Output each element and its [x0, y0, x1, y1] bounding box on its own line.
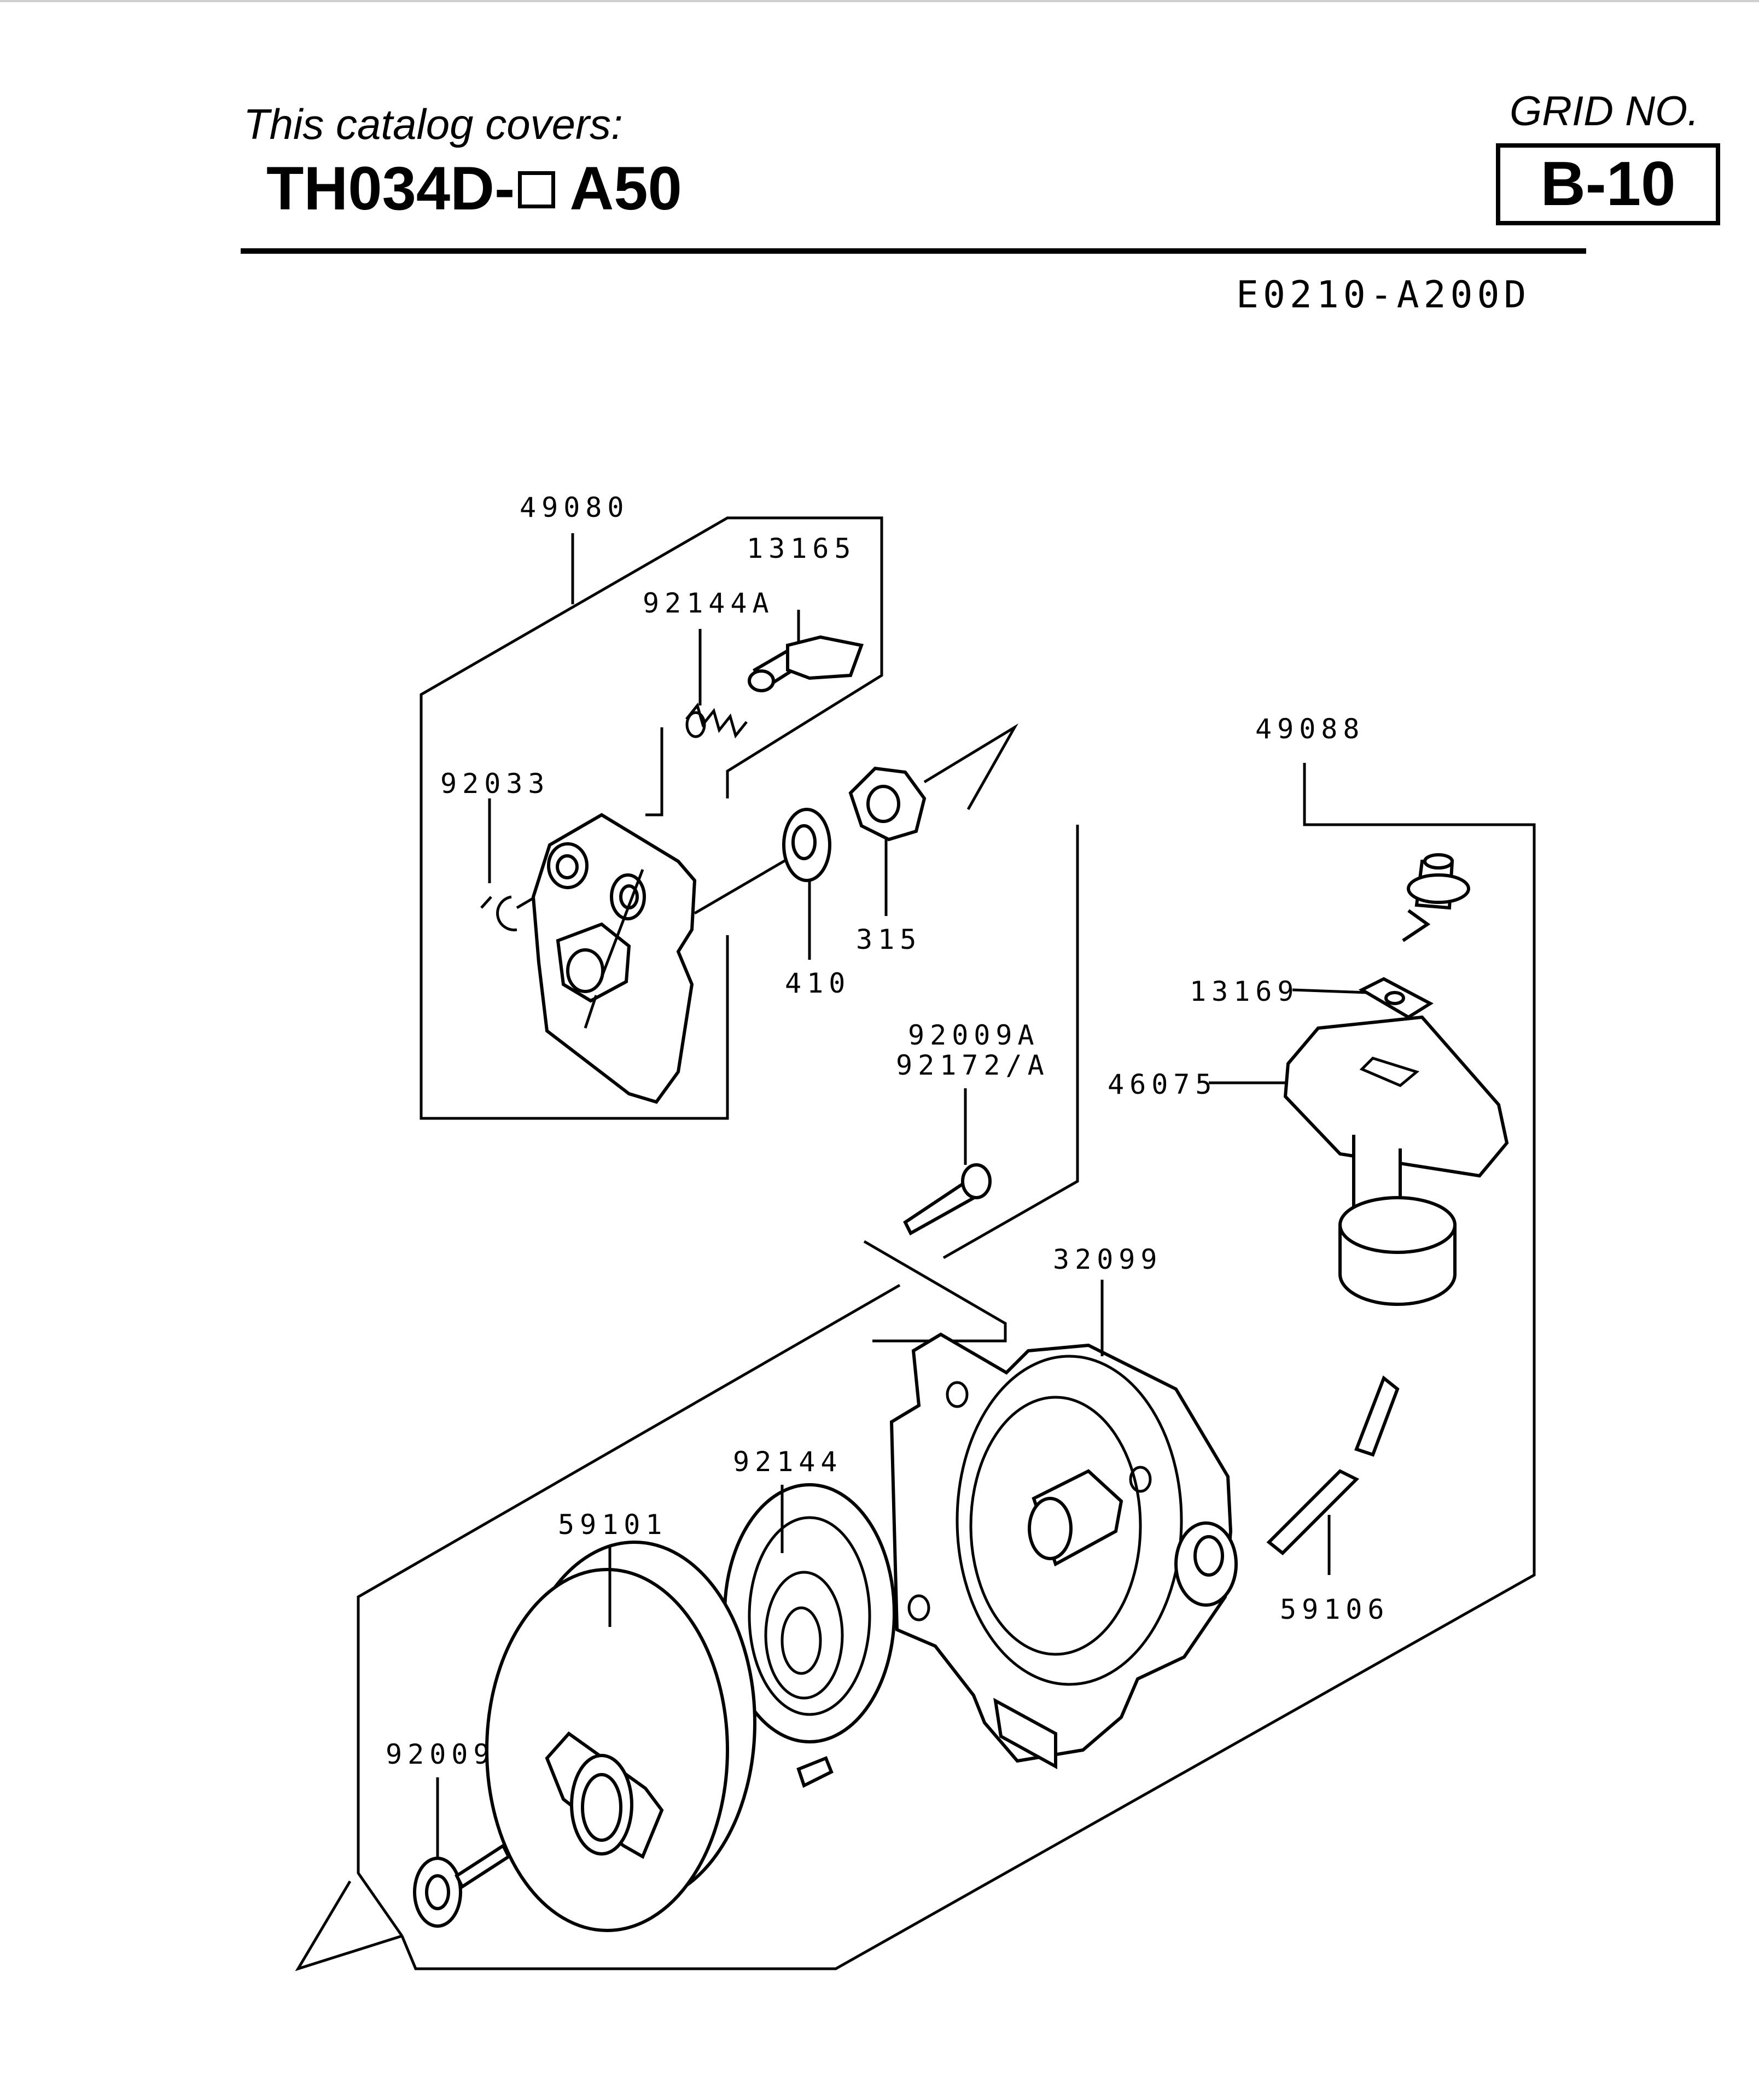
break-mark-bottom — [295, 1880, 403, 1971]
label-92144A: 92144A — [643, 587, 774, 619]
header-rule — [241, 248, 1586, 254]
label-92144: 92144 — [733, 1446, 843, 1478]
model-prefix: TH034D- — [266, 154, 515, 223]
assembly-49080-outline — [420, 516, 883, 1120]
label-59101: 59101 — [558, 1509, 668, 1541]
part-410-washer — [782, 808, 831, 960]
label-92033: 92033 — [440, 768, 550, 800]
model-variant-box — [518, 171, 556, 208]
part-92144A-spring — [685, 629, 748, 739]
catalog-covers-label: This catalog covers: — [243, 100, 623, 148]
label-46075: 46075 — [1108, 1069, 1218, 1100]
label-92009: 92009 — [386, 1739, 496, 1770]
part-92009A-screw — [903, 1088, 992, 1236]
grid-number-box: B-10 — [1496, 143, 1720, 225]
part-59106-rope — [1266, 1375, 1400, 1575]
part-46075-handle — [1209, 1015, 1509, 1306]
label-92172A: 92172/A — [896, 1049, 1050, 1081]
drawing-code: E0210-A200D — [1236, 273, 1531, 317]
label-59106: 59106 — [1280, 1594, 1390, 1625]
model-suffix: A50 — [569, 154, 682, 223]
break-mark-top — [923, 723, 1018, 810]
part-59101-pulley — [485, 1541, 756, 1932]
label-13165: 13165 — [747, 533, 857, 564]
grid-label: GRID NO. — [1510, 88, 1699, 135]
label-315: 315 — [856, 924, 922, 955]
label-32099: 32099 — [1053, 1244, 1163, 1275]
label-49080: 49080 — [520, 492, 630, 523]
part-32099-housing — [889, 1280, 1238, 1770]
label-13169: 13169 — [1190, 976, 1300, 1007]
label-410: 410 — [785, 967, 851, 999]
model-number: TH034D- A50 — [266, 153, 682, 224]
label-92009A: 92009A — [908, 1019, 1040, 1051]
part-315-nut — [848, 766, 927, 916]
assembly-49088-outline — [357, 763, 1536, 1970]
part-knot-and-plate — [1292, 853, 1470, 1019]
label-49088: 49088 — [1255, 713, 1365, 745]
part-13165-stopper — [748, 610, 864, 692]
top-border — [0, 0, 1759, 2]
part-92009-screw — [413, 1777, 511, 1928]
pawl-body — [531, 813, 794, 1104]
